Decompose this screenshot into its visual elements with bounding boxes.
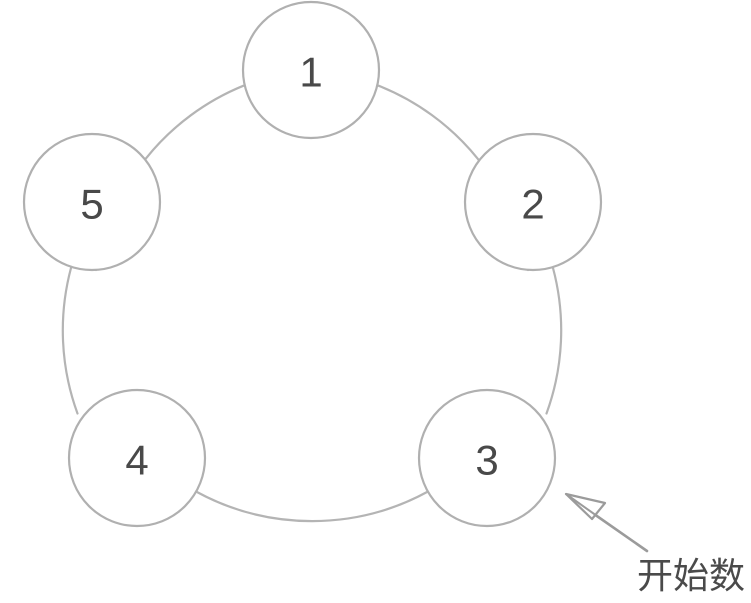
node-circle-5[interactable] xyxy=(22,132,162,272)
edge-2-3 xyxy=(545,266,563,415)
node-label-3: 3 xyxy=(475,437,498,484)
arrow-head-inner-icon xyxy=(565,493,598,517)
node-group-1[interactable]: 1 xyxy=(241,0,381,140)
node-circle-2[interactable] xyxy=(463,132,603,272)
node-label-5: 5 xyxy=(80,181,103,228)
annotation-pointer xyxy=(564,492,649,553)
node-label-2: 2 xyxy=(521,181,544,228)
arrow-shaft-icon xyxy=(592,512,649,553)
node-group-4[interactable]: 4 xyxy=(67,388,207,528)
annotation-label: 开始数 xyxy=(637,555,745,596)
node-circle-4[interactable] xyxy=(67,388,207,528)
node-circle-1[interactable] xyxy=(241,0,381,140)
node-group-3[interactable]: 3 xyxy=(417,388,557,528)
node-circle-3[interactable] xyxy=(417,388,557,528)
edge-4-5 xyxy=(61,266,79,415)
node-label-4: 4 xyxy=(125,437,148,484)
node-label-1: 1 xyxy=(299,49,322,96)
edge-3-4 xyxy=(194,490,430,523)
node-group-2[interactable]: 2 xyxy=(463,132,603,272)
node-group-5[interactable]: 5 xyxy=(22,132,162,272)
